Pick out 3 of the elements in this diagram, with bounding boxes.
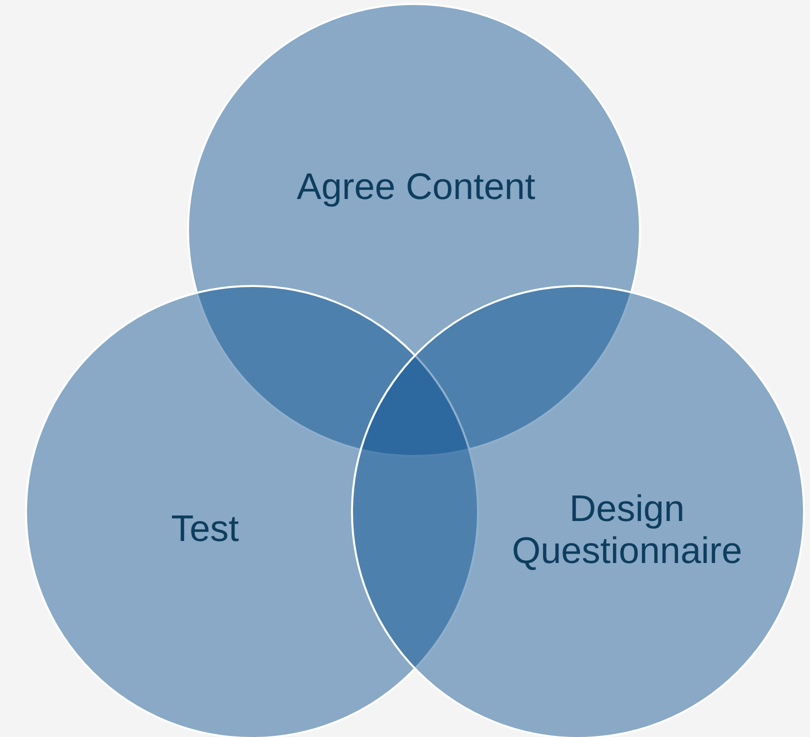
circle-label: Design Questionnaire <box>510 488 744 572</box>
circle-label: Test <box>170 508 240 550</box>
circle-label: Agree Content <box>296 166 536 208</box>
